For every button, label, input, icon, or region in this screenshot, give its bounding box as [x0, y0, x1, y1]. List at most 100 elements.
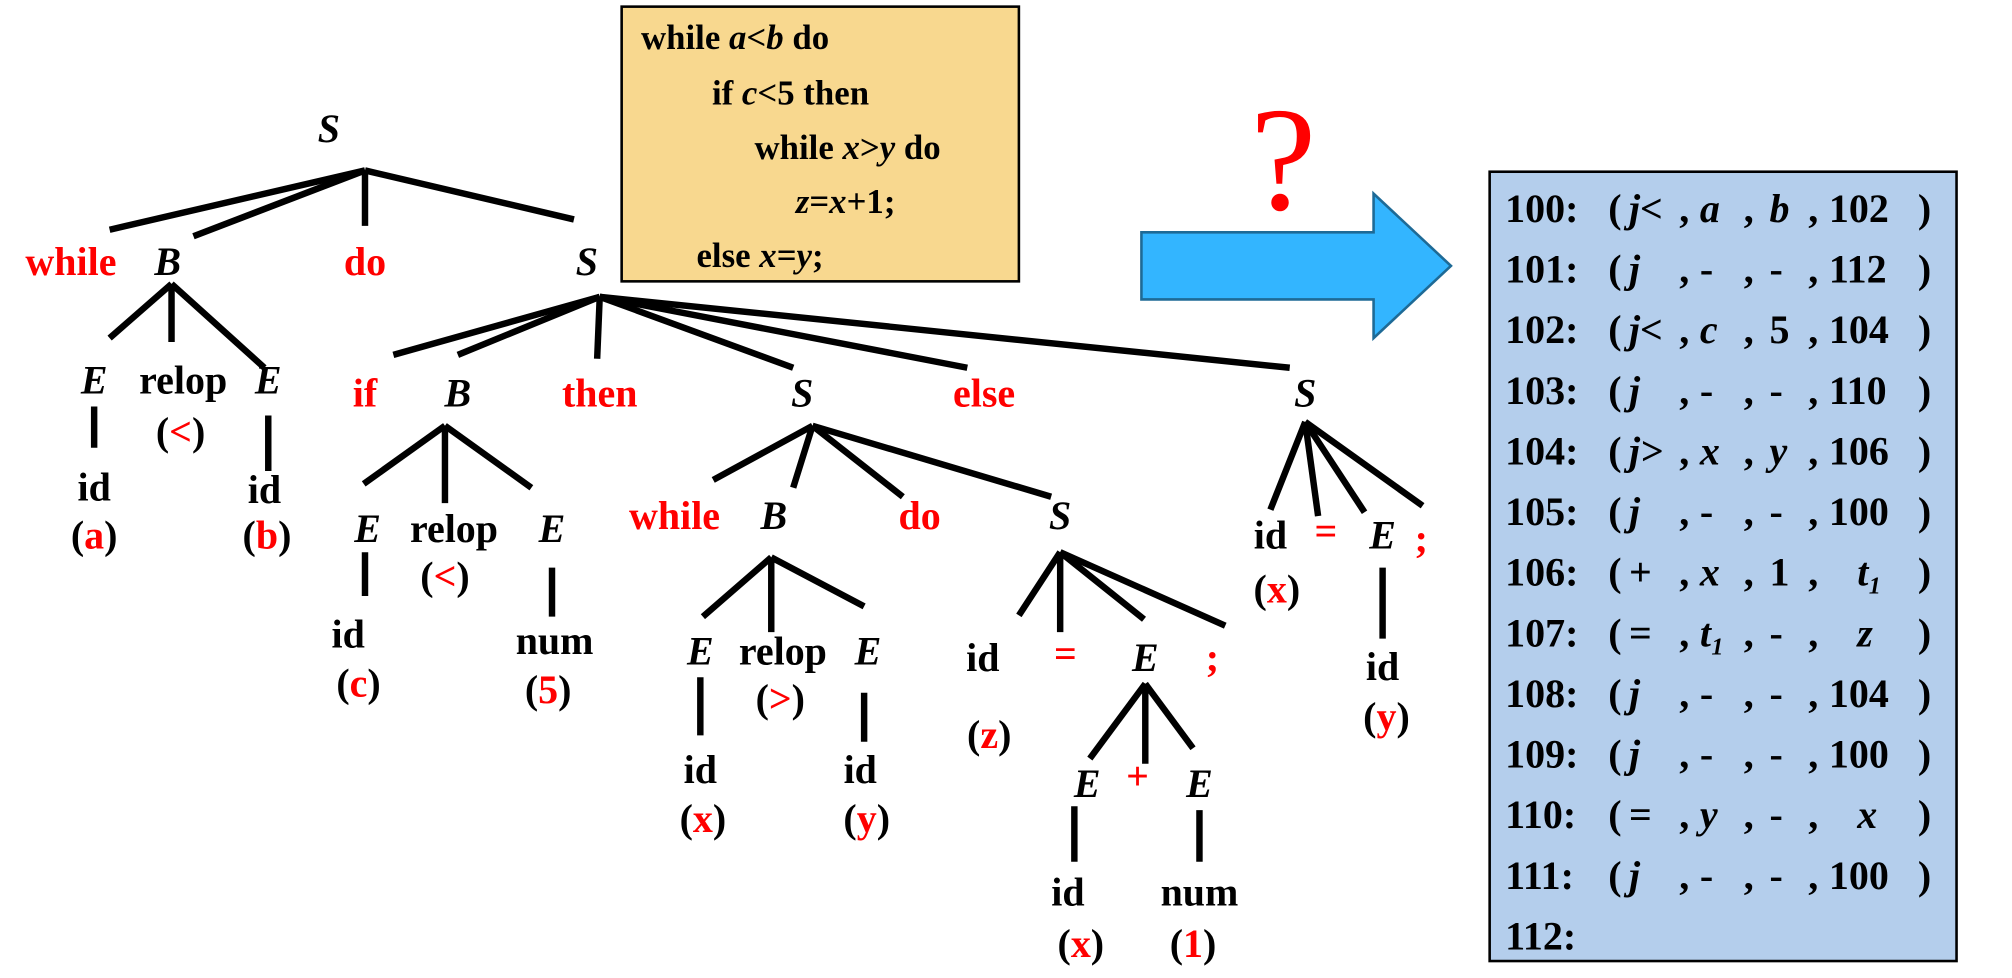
quad-arg2: - — [1770, 368, 1783, 413]
quad-result: 102 — [1829, 186, 1889, 231]
quad-op: + — [1629, 550, 1652, 595]
code-line: z=x+1; — [795, 182, 896, 221]
quad-label: 104: — [1505, 428, 1578, 473]
quad-arg1: - — [1700, 853, 1713, 898]
node-E: E — [1368, 512, 1396, 557]
quad-label: 110: — [1505, 792, 1576, 837]
node-num: num — [516, 618, 594, 663]
quad-result: 112 — [1829, 247, 1887, 292]
quad-row: 104:(j>,x,y,106) — [1505, 428, 1931, 473]
leaf-id-value: (a) — [71, 512, 118, 557]
quad-row: 109:(j,-,-,100) — [1505, 732, 1931, 777]
node-B: B — [444, 370, 472, 415]
code-token: < — [746, 18, 766, 57]
node-E: E — [1185, 761, 1213, 806]
quadruple-list: 100:(j<,a,b,102)101:(j,-,-,112)102:(j<,c… — [1488, 170, 1958, 963]
node-plus: + — [1126, 754, 1149, 799]
node-num: num — [1161, 870, 1239, 915]
node-id: id — [1254, 512, 1287, 557]
code-token: if — [712, 74, 742, 113]
quad-arg1: - — [1700, 489, 1713, 534]
quad-arg1: t₁ — [1700, 610, 1725, 655]
code-token: a — [729, 18, 746, 57]
quad-label: 102: — [1505, 307, 1578, 352]
quad-arg2: b — [1770, 186, 1790, 231]
code-token: > — [860, 128, 880, 167]
quad-op: j< — [1623, 186, 1663, 231]
quad-row: 105:(j,-,-,100) — [1505, 489, 1931, 534]
quad-arg2: y — [1766, 428, 1788, 473]
code-line: if c<5 then — [712, 74, 869, 113]
quad-row: 106:(+,x,1,t₁) — [1505, 550, 1931, 595]
code-token: x — [842, 128, 860, 167]
quad-result: 100 — [1829, 853, 1889, 898]
quad-row: 110:(=,y,-,x) — [1505, 792, 1931, 837]
code-token: y — [793, 236, 813, 275]
quad-arg1: - — [1700, 247, 1713, 292]
quad-row: 102:(j<,c,5,104) — [1505, 307, 1931, 352]
leaf-id-value: (x) — [1058, 921, 1105, 966]
quad-op: j> — [1623, 428, 1663, 473]
right-arrow-icon — [1140, 190, 1453, 342]
quad-label: 100: — [1505, 186, 1578, 231]
quad-arg2: - — [1770, 671, 1783, 716]
node-id: id — [248, 467, 281, 512]
node-semicolon: ; — [1206, 635, 1219, 680]
node-E: E — [353, 506, 381, 551]
code-token: y — [876, 128, 896, 167]
leaf-id-value: (x) — [680, 796, 727, 841]
question-mark: ? — [1250, 78, 1316, 242]
node-E: E — [686, 628, 714, 673]
code-token: x — [828, 182, 846, 221]
quad-arg2: - — [1770, 610, 1783, 655]
source-code-box: while a<b do if c<5 then while x>y do z=… — [620, 5, 1021, 283]
code-token: do — [895, 128, 940, 167]
quad-result: z — [1855, 610, 1873, 655]
leaf-id-value: (y) — [843, 796, 890, 841]
quad-result: 110 — [1829, 368, 1887, 413]
quad-arg1: a — [1700, 186, 1720, 231]
code-token: c — [742, 74, 757, 113]
leaf-id-value: (b) — [243, 512, 292, 557]
quad-row: 107:(=,t₁,-,z) — [1505, 610, 1931, 655]
quad-result: 100 — [1829, 732, 1889, 777]
quad-arg1: y — [1696, 792, 1718, 837]
leaf-id-value: (y) — [1363, 694, 1410, 739]
quad-arg2: - — [1770, 853, 1783, 898]
node-assign: = — [1314, 508, 1337, 553]
node-do: do — [898, 493, 940, 538]
quad-label: 111: — [1505, 853, 1574, 898]
node-S: S — [1294, 370, 1316, 415]
node-E: E — [854, 628, 882, 673]
node-id: id — [1366, 644, 1399, 689]
node-do: do — [344, 239, 386, 284]
quad-label: 105: — [1505, 489, 1578, 534]
code-token: z — [795, 182, 810, 221]
quad-row: 100:(j<,a,b,102) — [1505, 186, 1931, 231]
quad-label: 103: — [1505, 368, 1578, 413]
quad-op: = — [1629, 610, 1652, 655]
node-E: E — [254, 358, 282, 403]
node-relop: relop — [139, 358, 227, 403]
quad-result: 106 — [1829, 428, 1889, 473]
quad-arg2: - — [1770, 732, 1783, 777]
node-while: while — [25, 239, 116, 284]
quad-row: 108:(j,-,-,104) — [1505, 671, 1931, 716]
node-id: id — [77, 465, 110, 510]
node-id: id — [966, 635, 999, 680]
code-token: while — [755, 128, 843, 167]
quad-op: = — [1629, 792, 1652, 837]
code-token: else — [696, 236, 759, 275]
quad-arg1: c — [1700, 307, 1718, 352]
node-S: S — [576, 239, 598, 284]
quad-label: 109: — [1505, 732, 1578, 777]
node-S: S — [791, 370, 813, 415]
node-B: B — [153, 239, 181, 284]
quad-arg1: - — [1700, 368, 1713, 413]
leaf-num-value: (5) — [525, 667, 572, 712]
node-relop: relop — [739, 628, 827, 673]
quad-arg2: 1 — [1770, 550, 1790, 595]
node-id: id — [684, 747, 717, 792]
code-token: = — [777, 236, 797, 275]
code-line: while a<b do — [641, 18, 829, 57]
